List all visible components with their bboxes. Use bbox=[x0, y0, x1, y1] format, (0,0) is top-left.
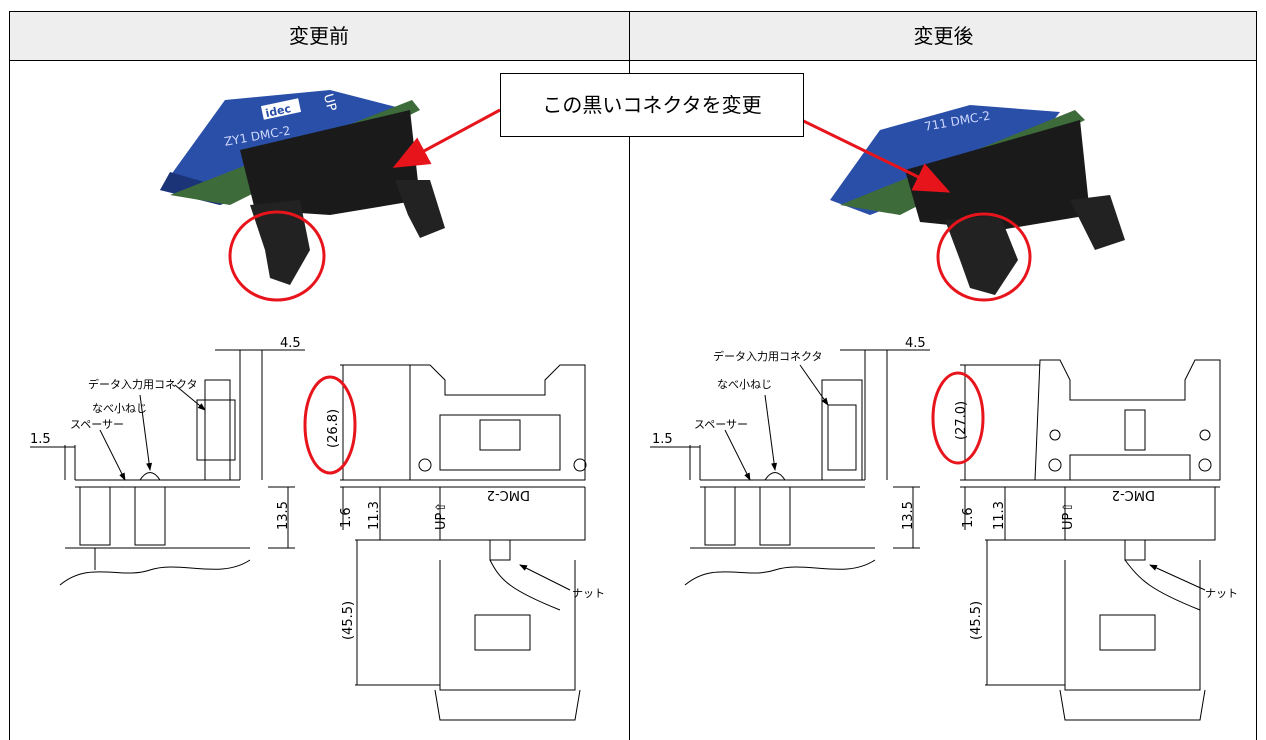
highlight-circle-dim bbox=[303, 375, 357, 475]
label-screw: なべ小ねじ bbox=[717, 378, 772, 391]
dim-45-5: (45.5) bbox=[341, 601, 356, 640]
dim-1-5: 1.5 bbox=[652, 432, 673, 447]
label-connector: データ入力用コネクタ bbox=[88, 377, 198, 391]
up-label: UP⇧ bbox=[434, 502, 449, 530]
callout-arrow-after bbox=[784, 110, 951, 193]
highlight-circle-dim bbox=[931, 371, 985, 465]
dim-11-3: 11.3 bbox=[992, 501, 1007, 530]
dim-4-5: 4.5 bbox=[280, 336, 301, 351]
drawing-after bbox=[650, 349, 1221, 721]
photo-after: 711 DMC-2 bbox=[784, 105, 1125, 302]
connector-latch-left bbox=[250, 200, 310, 285]
drawing-before bbox=[30, 349, 587, 721]
label-nut: ナット bbox=[572, 587, 605, 600]
brand-text: idec bbox=[264, 102, 292, 120]
label-spacer: スペーサー bbox=[694, 418, 748, 431]
dim-1-5: 1.5 bbox=[30, 432, 51, 447]
table-header-row bbox=[9, 11, 1257, 61]
dim-height: (27.0) bbox=[954, 401, 969, 440]
part-label: DMC-2 bbox=[1112, 487, 1155, 502]
brand-plate bbox=[260, 98, 302, 120]
dim-13-5: 13.5 bbox=[276, 501, 291, 530]
connector-latch-left bbox=[945, 215, 1018, 295]
dim-1-6: 1.6 bbox=[961, 507, 976, 528]
connector-latch-right bbox=[1070, 195, 1125, 250]
label-connector: データ入力用コネクタ bbox=[713, 349, 823, 363]
highlight-circle bbox=[228, 210, 326, 302]
header-after: 変更後 bbox=[913, 24, 974, 48]
part-label: DMC-2 bbox=[487, 487, 530, 502]
dim-height: (26.8) bbox=[326, 409, 341, 448]
label-spacer: スペーサー bbox=[70, 418, 124, 431]
dim-11-3: 11.3 bbox=[367, 501, 382, 530]
dim-13-5: 13.5 bbox=[901, 501, 916, 530]
label-nut: ナット bbox=[1205, 587, 1238, 600]
up-text: UP bbox=[320, 92, 339, 113]
black-connector bbox=[240, 110, 420, 215]
highlight-circle bbox=[936, 212, 1032, 302]
photo-before: idec UP ZY1 DMC-2 bbox=[160, 90, 501, 302]
connector-latch-right bbox=[395, 180, 445, 238]
header-before: 変更前 bbox=[289, 24, 349, 48]
up-label: UP⇧ bbox=[1061, 502, 1076, 530]
callout-arrow-before bbox=[392, 108, 501, 168]
dim-45-5: (45.5) bbox=[969, 601, 984, 640]
dim-4-5: 4.5 bbox=[905, 336, 926, 351]
column-divider bbox=[629, 11, 630, 740]
label-screw: なべ小ねじ bbox=[92, 402, 147, 415]
callout-box: この黒いコネクタを変更 bbox=[500, 73, 804, 137]
black-connector bbox=[905, 120, 1090, 230]
dim-1-6: 1.6 bbox=[339, 507, 354, 528]
